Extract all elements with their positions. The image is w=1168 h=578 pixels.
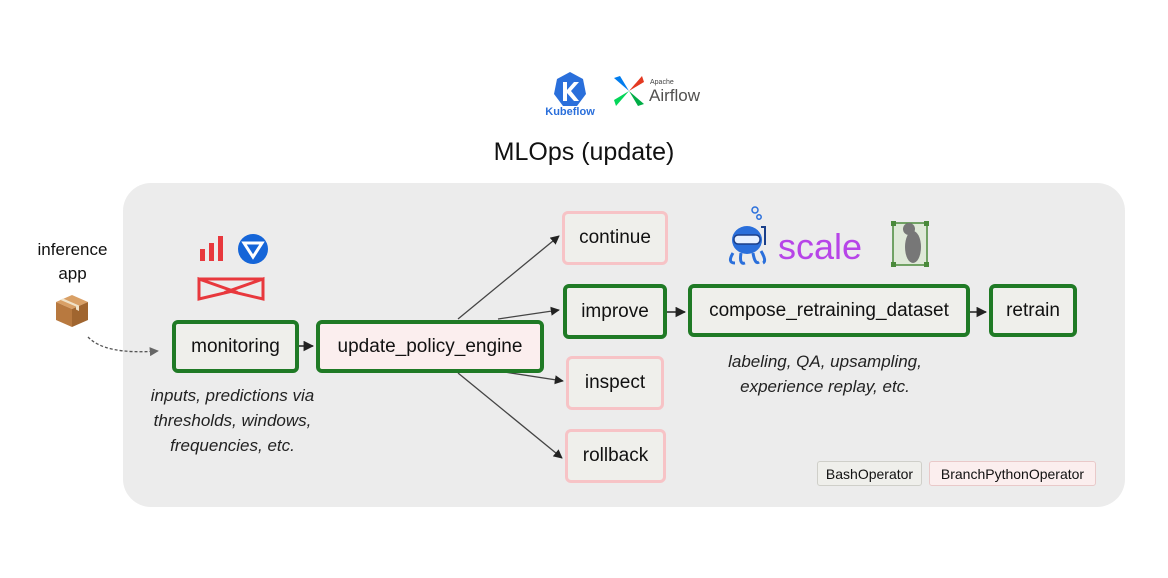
label-studio-cat-icon — [891, 221, 929, 267]
kubeflow-logo: Kubeflow — [543, 70, 597, 120]
edge-policy-to-rollback — [457, 372, 563, 459]
airflow-logo: Apache Airflow — [612, 74, 704, 114]
diagram-title: MLOps (update) — [493, 138, 675, 166]
bowtie-logo-icon — [197, 276, 265, 301]
kubeflow-icon — [554, 72, 586, 106]
octopus-snorkel-icon — [728, 206, 767, 265]
legend-bash-operator: BashOperator — [817, 461, 922, 486]
node-update-policy-engine[interactable]: update_policy_engine — [316, 320, 544, 373]
compose-note-line: experience replay, etc. — [740, 377, 910, 396]
compose-note: labeling, QA, upsampling, experience rep… — [700, 349, 950, 399]
monitoring-logos — [197, 233, 277, 303]
node-improve[interactable]: improve — [563, 284, 667, 339]
node-inspect[interactable]: inspect — [566, 356, 664, 410]
triangle-badge-icon — [238, 234, 268, 264]
edge-policy-to-continue — [457, 235, 560, 320]
inference-app-label: inference app — [25, 238, 120, 286]
airflow-pinwheel-icon — [614, 76, 644, 106]
compose-note-line: labeling, QA, upsampling, — [728, 352, 922, 371]
scale-wordmark: scale — [778, 226, 862, 267]
node-retrain[interactable]: retrain — [989, 284, 1077, 337]
node-monitoring[interactable]: monitoring — [172, 320, 299, 373]
monitoring-note: inputs, predictions via thresholds, wind… — [130, 383, 335, 458]
monitoring-note-line: thresholds, windows, — [153, 411, 312, 430]
node-rollback[interactable]: rollback — [565, 429, 666, 483]
legend-branch-python-operator: BranchPythonOperator — [929, 461, 1096, 486]
scale-logo: scale — [778, 226, 862, 267]
monitoring-note-line: inputs, predictions via — [150, 386, 315, 405]
bar-chart-icon — [200, 236, 223, 261]
inference-app-line2: app — [58, 264, 87, 283]
kubeflow-wordmark: Kubeflow — [545, 106, 595, 118]
labeling-logos: scale — [725, 205, 940, 270]
inference-app-line1: inference — [37, 240, 108, 259]
edge-app-to-monitoring — [87, 336, 159, 357]
airflow-wordmark: Airflow — [649, 86, 701, 105]
node-continue[interactable]: continue — [562, 211, 668, 265]
edge-policy-to-improve — [497, 306, 560, 320]
monitoring-note-line: frequencies, etc. — [170, 436, 295, 455]
node-compose-retraining-dataset[interactable]: compose_retraining_dataset — [688, 284, 970, 337]
airflow-apache-label: Apache — [650, 79, 674, 86]
package-icon — [54, 293, 90, 329]
